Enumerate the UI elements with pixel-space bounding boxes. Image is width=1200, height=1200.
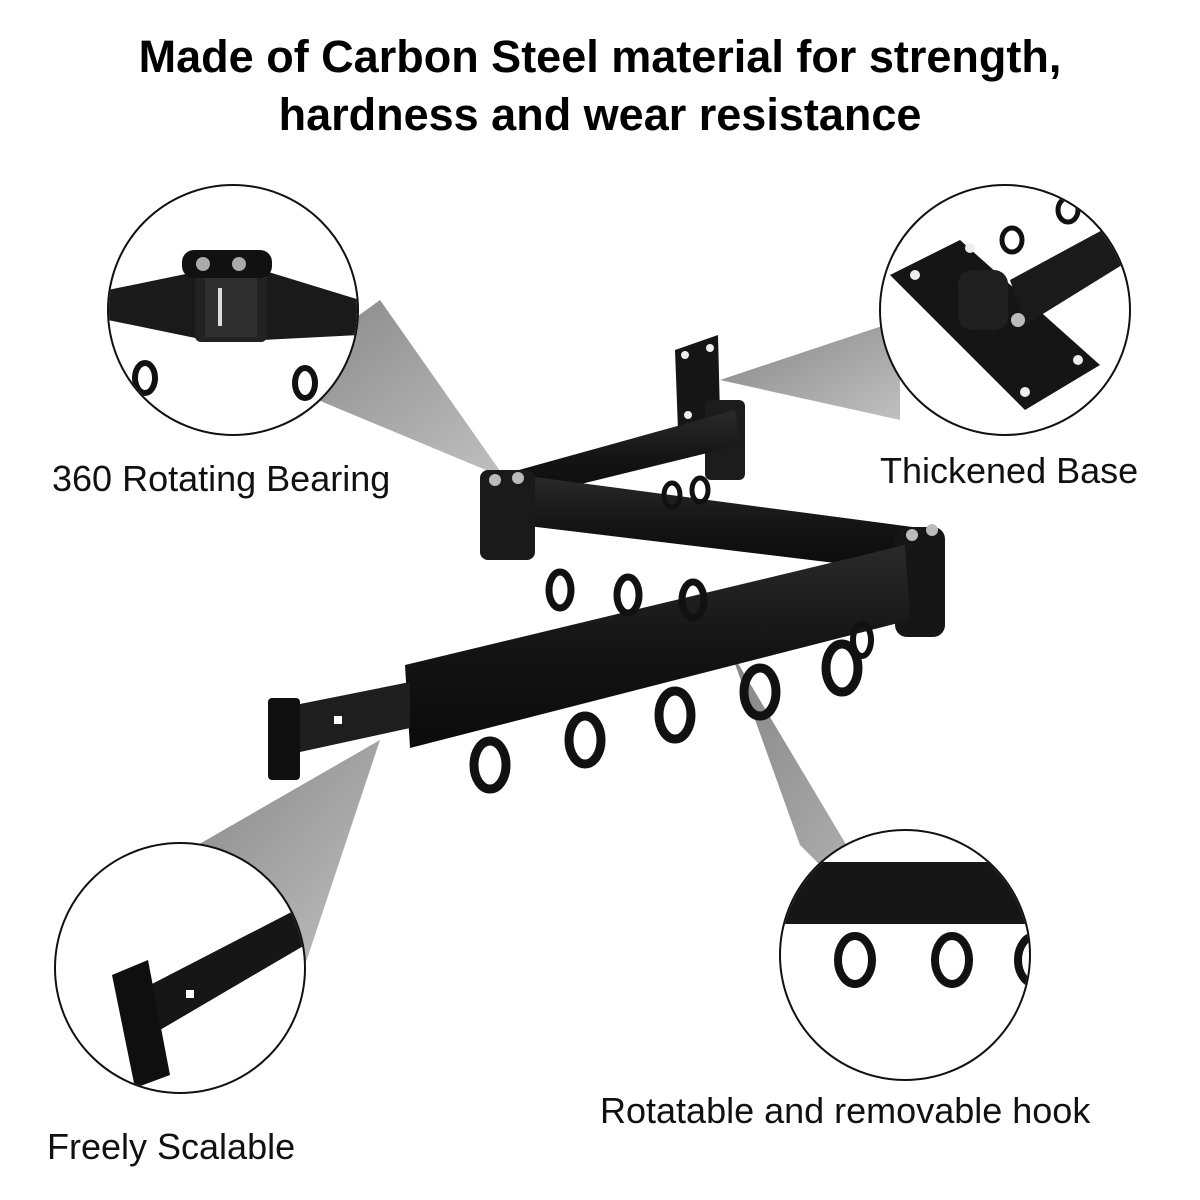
label-removable-hook: Rotatable and removable hook — [600, 1090, 1091, 1131]
headline-line-1: Made of Carbon Steel material for streng… — [138, 31, 1062, 82]
headline-line-2: hardness and wear resistance — [278, 89, 922, 140]
bearing-detail-circle — [107, 184, 359, 436]
base-detail-circle — [879, 184, 1131, 436]
base-callout-cone — [720, 320, 900, 420]
scalable-callout-cone — [175, 740, 380, 965]
scalable-detail-circle — [54, 842, 306, 1094]
label-freely-scalable: Freely Scalable — [47, 1126, 296, 1167]
headline: Made of Carbon Steel material for streng… — [0, 28, 1200, 144]
label-thickened-base: Thickened Base — [880, 450, 1139, 491]
folding-arm — [268, 335, 945, 794]
label-rotating-bearing: 360 Rotating Bearing — [52, 458, 391, 499]
hook-detail-circle — [779, 829, 1031, 1081]
